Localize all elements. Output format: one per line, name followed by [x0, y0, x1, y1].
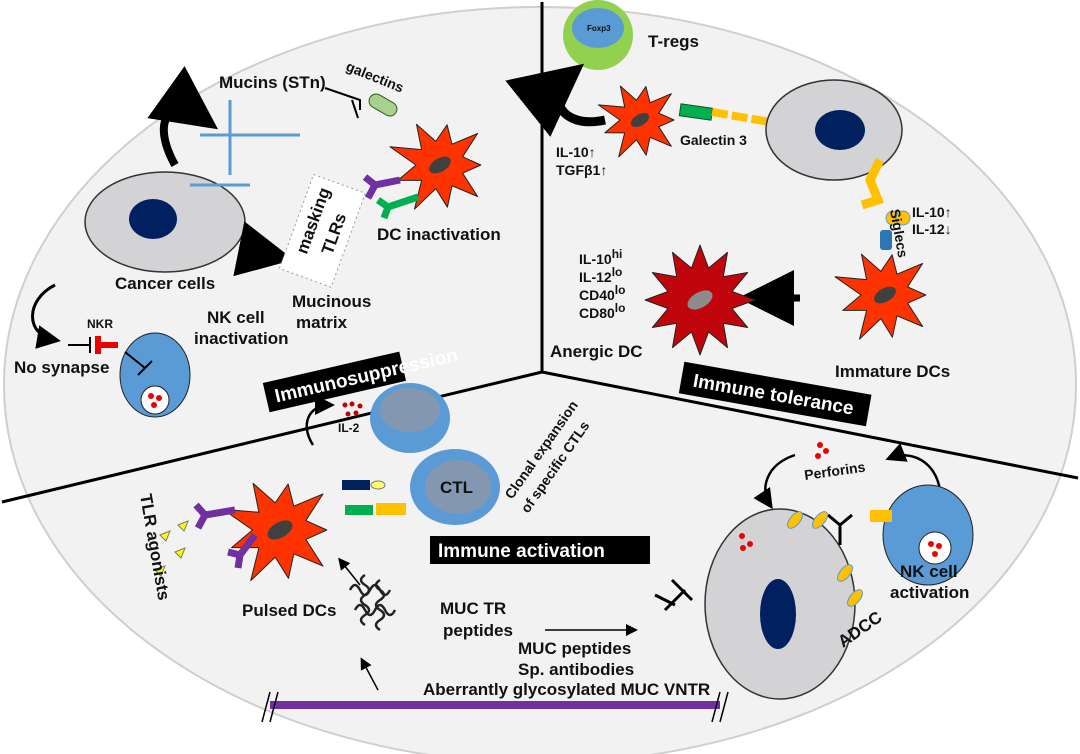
inhibition-icon	[68, 337, 91, 353]
dendritic-cell	[597, 85, 675, 158]
immune-activation-title-box	[430, 536, 650, 564]
marker-sup: lo	[612, 265, 623, 279]
curved-arrow-icon	[885, 443, 942, 491]
nucleus	[630, 113, 650, 127]
mucins-label: Mucins (STn)	[219, 73, 326, 92]
inhibition-bar-icon	[351, 99, 359, 119]
nucleus	[760, 579, 796, 649]
nucleus	[429, 156, 451, 174]
costim-icon	[345, 505, 373, 515]
mucin-chain	[711, 108, 771, 126]
muc-tr-peptides-label-2: peptides	[443, 621, 513, 640]
nkr-label: NKR	[87, 317, 113, 331]
tgfb1-up-label: TGFβ1↑	[556, 162, 607, 178]
pulsed-dendritic-cell	[222, 482, 328, 582]
mucinous-matrix-label-1: Mucinous	[292, 292, 371, 311]
tlr-receptor-icon	[375, 193, 420, 220]
svg-text:IL-12lo: IL-12lo	[579, 265, 622, 285]
arrow-icon	[338, 557, 361, 586]
nucleus	[267, 520, 293, 540]
muc-peptides-label: MUC peptides	[518, 639, 631, 658]
nk-activation-label-1: NK cell	[900, 562, 958, 581]
mhc-icon	[342, 480, 370, 490]
marker-sup: lo	[615, 301, 626, 315]
arrow-icon	[233, 221, 294, 277]
dc-inactivation-label: DC inactivation	[377, 225, 501, 244]
mucin-cluster	[190, 100, 300, 187]
tregs-label: T-regs	[648, 32, 699, 51]
svg-text:CD80lo: CD80lo	[579, 301, 625, 321]
inhibition-line-icon	[324, 87, 361, 110]
arrow-icon	[360, 657, 379, 691]
cancer-cells-label: Cancer cells	[115, 274, 215, 293]
mucin-spikes	[787, 511, 863, 607]
nk-inactivation-label-2: inactivation	[194, 329, 288, 348]
curved-arrow-icon	[31, 283, 61, 349]
mucinous-matrix-label-2: matrix	[296, 313, 348, 332]
il2-label: IL-2	[338, 421, 360, 435]
fc-receptor-icon	[870, 510, 892, 522]
sp-antibodies-label: Sp. antibodies	[518, 660, 634, 679]
tlr-receptor-icon	[227, 532, 258, 569]
break-marks	[261, 691, 729, 723]
antibody-icons	[654, 513, 853, 612]
svg-text:IL-10hi: IL-10hi	[579, 247, 622, 267]
anergic-dc	[644, 244, 756, 356]
marker-name: CD40	[579, 287, 615, 303]
marker-name: CD80	[579, 305, 615, 321]
muc-tr-peptides-label-1: MUC TR	[440, 599, 506, 618]
mucin-chain	[860, 157, 885, 210]
immature-dcs-label: Immature DCs	[835, 362, 950, 381]
tlr-agonist-triangles	[154, 520, 189, 577]
il10-up-2-label: IL-10↑	[912, 204, 952, 220]
svg-text:CD40lo: CD40lo	[579, 283, 625, 303]
il2-dots	[342, 401, 363, 417]
curved-arrow-icon	[147, 66, 219, 167]
nucleus	[129, 199, 177, 239]
curved-arrow-icon	[505, 63, 606, 137]
inhibition-icon	[124, 351, 153, 376]
galectin3-label: Galectin 3	[680, 132, 747, 148]
tcr-icon	[376, 503, 406, 515]
marker-sup: lo	[615, 283, 626, 297]
marker-sup: hi	[612, 247, 623, 261]
curved-arrow-icon	[753, 453, 796, 510]
section-immune-activation: Immune activation TLR agonists Pulsed DC…	[136, 383, 974, 723]
galectin-icon	[368, 93, 398, 117]
foxp3-label: Foxp3	[587, 24, 611, 33]
marker-name: IL-12	[579, 269, 612, 285]
nkr-receptor-icon	[95, 336, 118, 354]
nk-cell	[119, 332, 191, 418]
perforin-dots	[739, 442, 829, 551]
nucleus	[815, 110, 865, 150]
curved-arrow-icon	[305, 395, 335, 446]
immature-dendritic-cell	[834, 253, 927, 340]
il10-up-label: IL-10↑	[556, 144, 596, 160]
anergic-markers: IL-10hi IL-12lo CD40lo CD80lo	[579, 247, 625, 321]
nk-inactivation-label-1: NK cell	[207, 308, 265, 327]
muc-vntr-bar	[270, 701, 720, 709]
anergic-dc-label: Anergic DC	[550, 342, 643, 361]
ctl-label: CTL	[440, 478, 473, 497]
nk-activation-label-2: activation	[890, 583, 969, 602]
siglec-icon	[880, 230, 892, 250]
nucleus	[687, 290, 713, 310]
muc-peptides-tangle	[348, 573, 397, 632]
no-synapse-label: No synapse	[14, 358, 109, 377]
tlr-receptor-icon	[362, 174, 401, 200]
immune-activation-title: Immune activation	[438, 541, 605, 562]
section-dividers	[1, 2, 1079, 504]
pulsed-dcs-label: Pulsed DCs	[242, 601, 336, 620]
marker-name: IL-10	[579, 251, 612, 267]
nucleus	[874, 286, 896, 304]
dendritic-cell	[389, 123, 482, 210]
tlr-receptor-icon	[193, 502, 236, 530]
aberrant-vntr-label: Aberrantly glycosylated MUC VNTR	[423, 680, 710, 699]
il12-down-label: IL-12↓	[912, 221, 952, 237]
